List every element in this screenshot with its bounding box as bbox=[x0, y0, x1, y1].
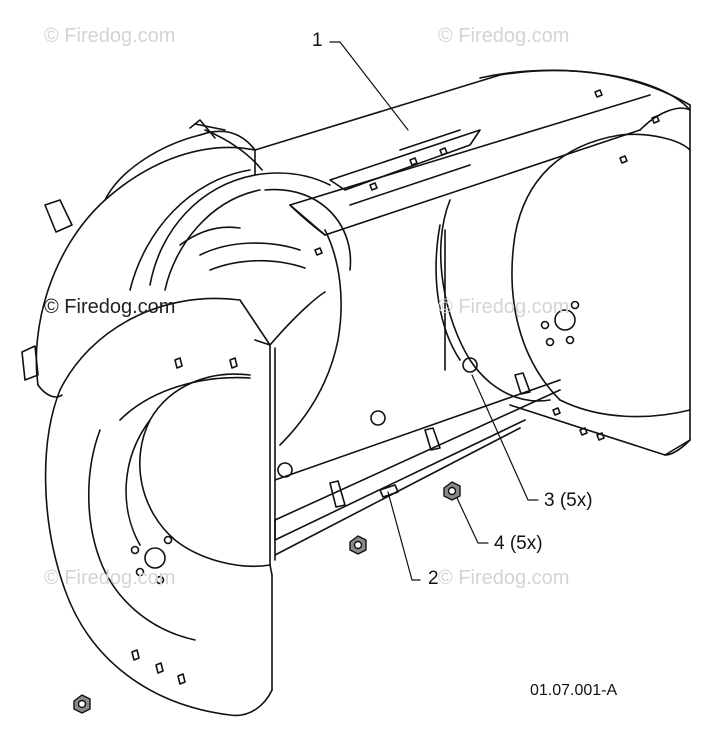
callout-1: 1 bbox=[312, 30, 323, 51]
rear-panel bbox=[254, 229, 561, 566]
mounting-holes bbox=[314, 89, 660, 441]
leader-line-3 bbox=[471, 374, 539, 501]
left-drum-shell bbox=[21, 119, 263, 398]
top-plate bbox=[254, 69, 691, 236]
watermark: © Firedog.com bbox=[438, 25, 570, 47]
watermark: © Firedog.com bbox=[438, 567, 570, 589]
nut-icon bbox=[73, 694, 91, 714]
drawing-number: 01.07.001-A bbox=[530, 682, 618, 699]
callout-2: 2 bbox=[428, 568, 439, 589]
bottom-plate bbox=[274, 372, 561, 556]
nuts bbox=[73, 481, 461, 714]
watermark: © Firedog.com bbox=[44, 25, 176, 47]
right-side-plate bbox=[435, 69, 691, 456]
leader-line-4 bbox=[456, 497, 489, 544]
nut-icon bbox=[443, 481, 461, 501]
watermark: © Firedog.com bbox=[438, 296, 570, 318]
watermark: © Firedog.com bbox=[44, 296, 176, 318]
callout-4: 4 (5x) bbox=[494, 533, 543, 554]
leader-line-2 bbox=[387, 491, 421, 581]
auger-drum bbox=[129, 169, 352, 446]
watermark: © Firedog.com bbox=[44, 567, 176, 589]
leader-lines bbox=[329, 41, 539, 581]
callout-3: 3 (5x) bbox=[544, 490, 593, 511]
nut-icon bbox=[349, 535, 367, 555]
left-side-plate bbox=[44, 297, 273, 717]
leader-line-1 bbox=[329, 41, 409, 131]
